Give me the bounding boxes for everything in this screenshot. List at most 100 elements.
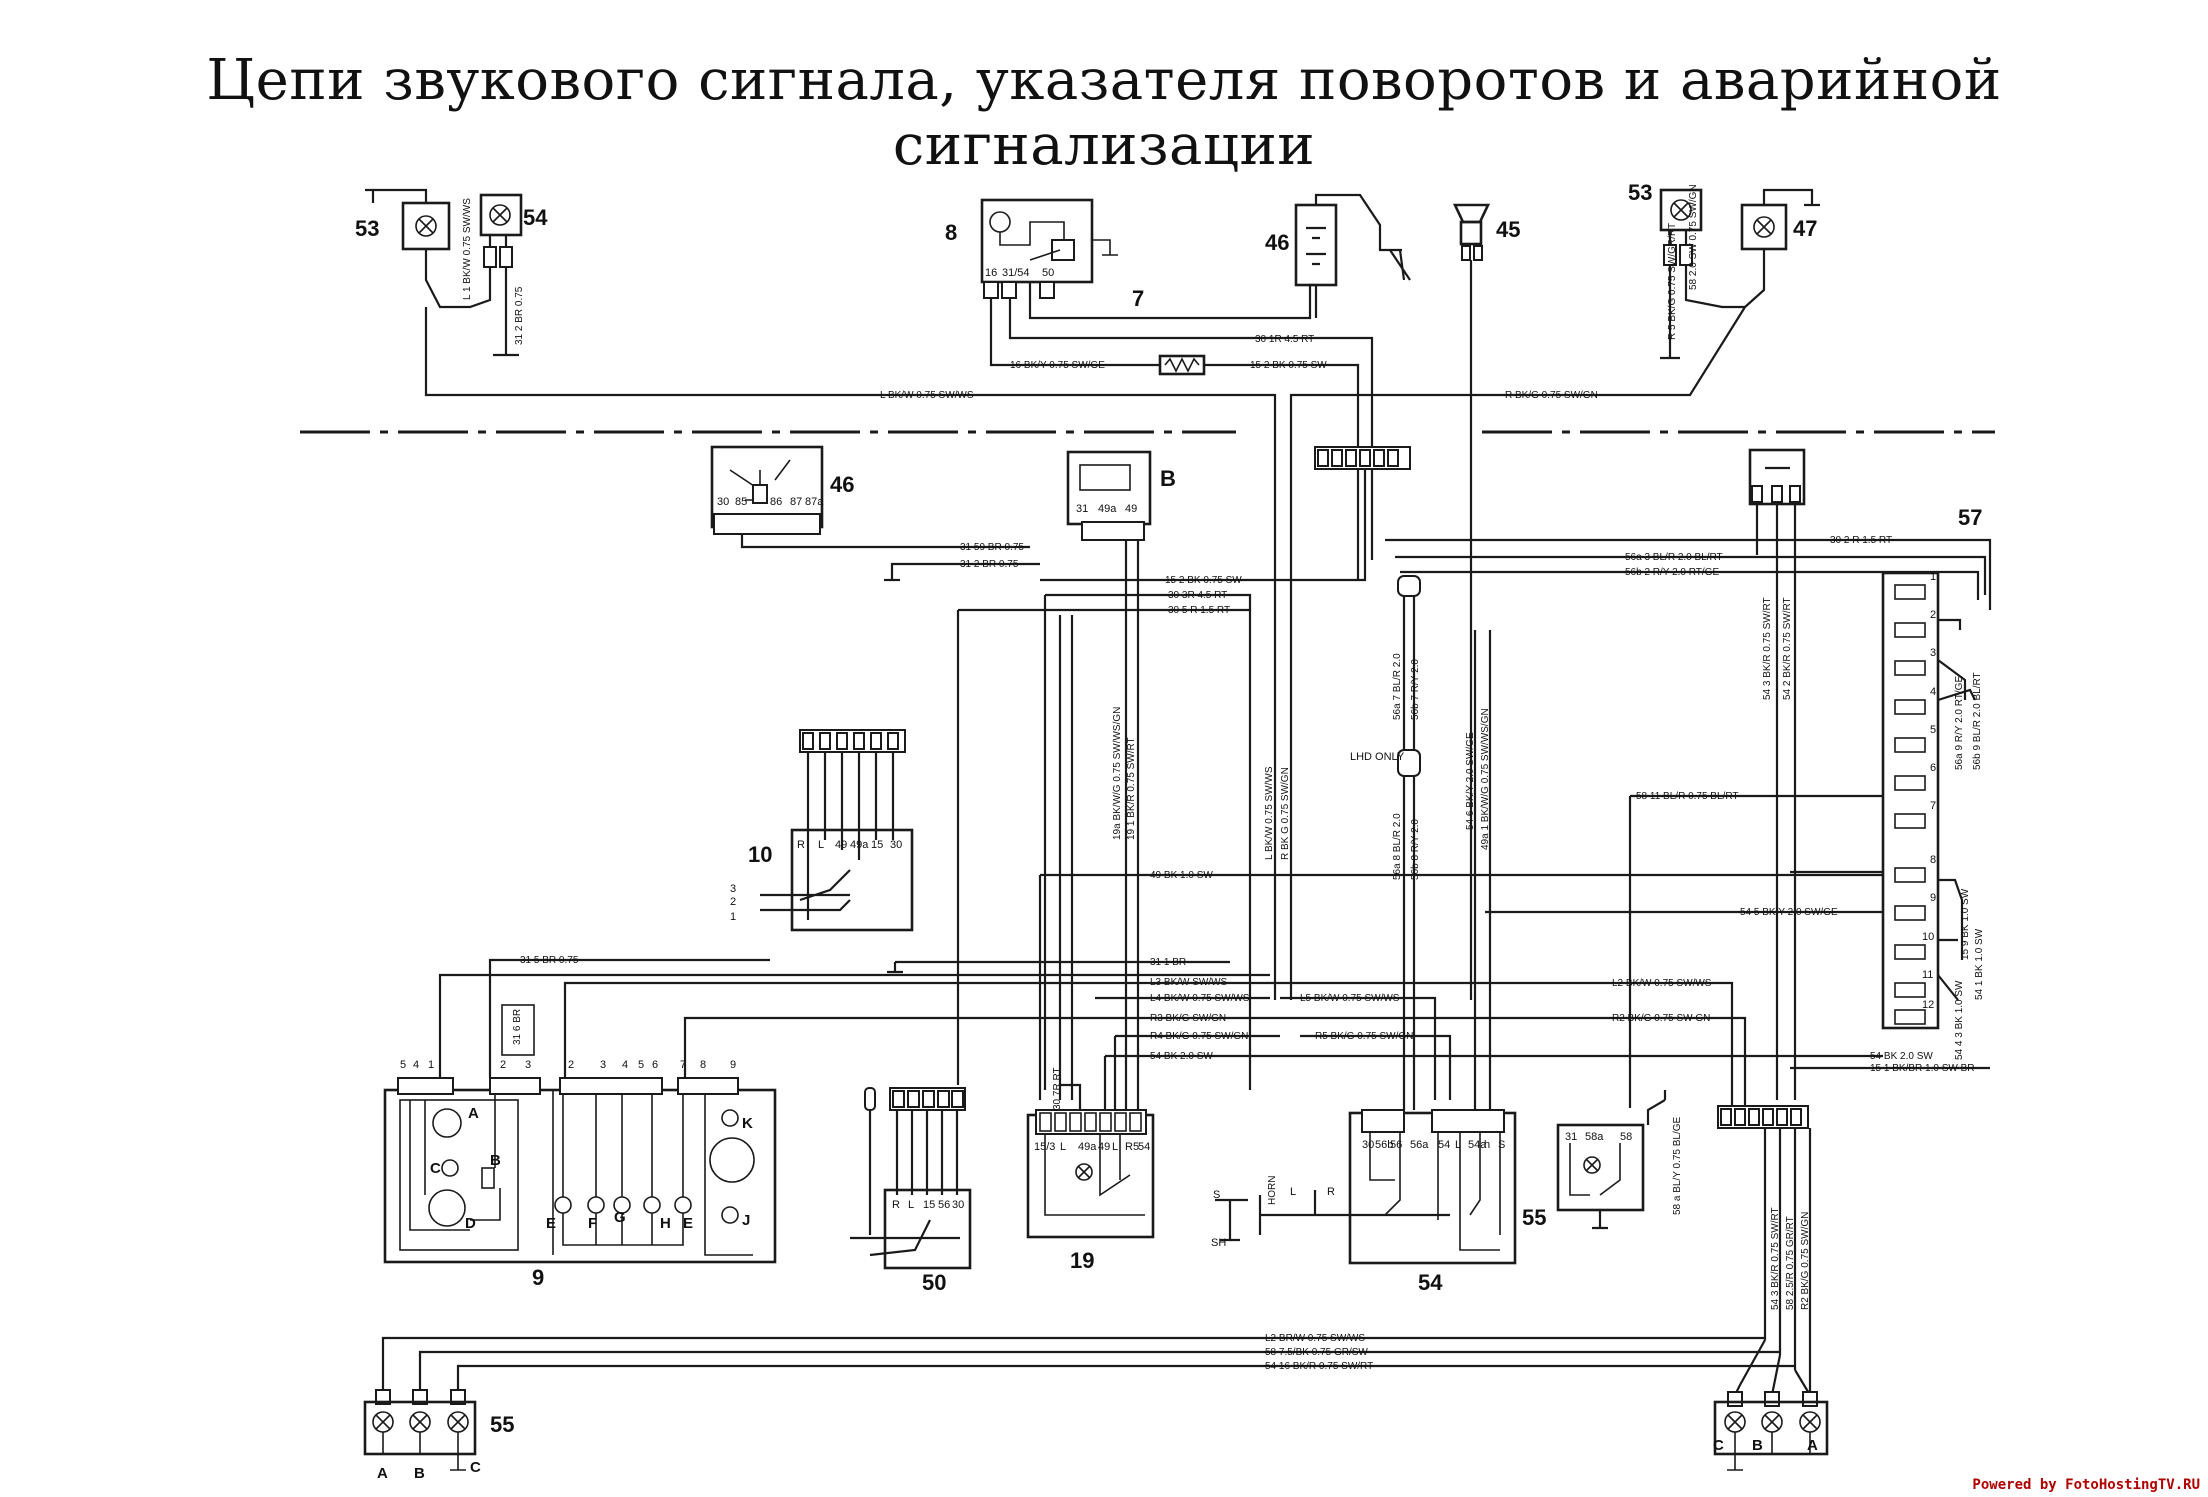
wire-label: L BK/W 0.75 SW/WS [880,390,974,401]
wire-54-bk [1103,1054,1883,1110]
wire-label: 56b 7 R/Y 2.0 [1410,659,1421,720]
wire-label: 58 7.5/BK 0.75 GR/SW [1265,1347,1368,1358]
wire-label: 54 2 BK/R 0.75 SW/RT [1782,597,1793,700]
wire-label: 16 BK/Y 0.75 SW/GE [1010,360,1105,371]
wire-label: L 1 BK/W 0.75 SW/WS [462,198,473,300]
pin-label: 31 [1076,503,1088,515]
wire-label: R2 BK/G 0.75 SW/GN [1800,1212,1811,1310]
pin-label: 30 [952,1199,964,1211]
connector-block-top [1314,446,1411,470]
connector-right-bottom [1717,1105,1809,1129]
pin-letter: B [1752,1437,1763,1454]
pin-label: 54a [1468,1139,1487,1151]
component-label: 53 [1628,180,1652,205]
fuse-number: 3 [1930,647,1936,659]
pin-label: h [1484,1139,1490,1151]
component-54-switch: 31 58a 58 55 [1522,1123,1645,1230]
component-50-switch: 15/3 L 49a 49 L R5 54 19 [1026,1109,1155,1273]
wire-L5 [1280,996,1437,1100]
wire-15 [1204,363,1360,580]
pin-label: L [1112,1141,1118,1153]
wire-label: R BK/G 0.75 SW/GN [1505,390,1598,401]
component-B-fusebox: 57 1 2 3 4 5 6 7 8 9 10 11 12 [1881,505,1982,1030]
component-label: B [1160,466,1176,491]
wire-label: 15 2 BK 0.75 SW [1250,360,1327,371]
component-label: 50 [922,1270,946,1295]
wire-58-11 [1628,794,1883,1108]
pin-label: L [908,1199,914,1211]
wire-R4 [1113,1034,1280,1110]
wire-16 [989,298,1160,367]
lhd-label: LHD ONLY [1350,751,1405,763]
component-8-flasher: 16 31/54 50 8 [945,198,1118,299]
component-label: 45 [1496,217,1520,242]
diagram-title: Цепи звукового сигнала, указателя поворо… [206,48,2002,178]
pin-letter: C [1713,1437,1724,1454]
pin-label: 5 [400,1059,406,1071]
pin-label: 49a [1098,503,1117,515]
pin-label: 54 [1138,1141,1150,1153]
pin-label: 4 [413,1059,419,1071]
pin-letter: C [430,1160,441,1177]
fuse-number: 11 [1922,969,1933,981]
wire-label: L5 BK/W 0.75 SW/WS [1300,993,1400,1004]
pin-letter: B [490,1152,501,1169]
component-53-right: 47 [1740,188,1820,308]
pin-letter: K [742,1115,753,1132]
pin-letter: G [614,1209,626,1226]
pin-label: 30 [890,839,902,851]
pin-label: 49 [1098,1141,1110,1153]
pin-label: 49 [835,839,847,851]
wire-label: L2 BK/W 0.75 SW/WS [1612,978,1712,989]
pin-letter: A [468,1105,479,1122]
wire-label: 30 1R 4.5 RT [1255,334,1314,345]
pin-label: 49 [1125,503,1137,515]
wire-label: 54 1 BK 1.0 SW [1974,928,1985,1000]
wire-label: 31 2 BR 0.75 [514,286,525,345]
pin-letter: J [742,1212,750,1229]
wire-label: 31 6 BR [512,1009,523,1045]
pin-label: 49a [1078,1141,1097,1153]
wire-label: 56b 9 BL/R 2.0 BL/RT [1972,672,1983,770]
pin-label: 86 [770,496,782,508]
pin-label: 8 [700,1059,706,1071]
pin-label: 31/54 [1002,267,1030,279]
wire-label: 56a 8 BL/R 2.0 [1392,813,1403,880]
pin-label: 5 [638,1059,644,1071]
component-label: 46 [830,472,854,497]
wire-31-1 [887,960,1230,974]
wire-label: 54 4 3 BK 1.0 SW [1954,980,1965,1060]
component-46-relay: 31 49a 49 B [1066,450,1176,541]
pin-label: 2 [500,1059,506,1071]
pin-label: 87a [805,496,824,508]
pin-label: 58a [1585,1131,1604,1143]
pin-label: 49a [850,839,869,851]
switch-position: S [1213,1189,1220,1201]
wire-label: 54 BK 2.0 SW [1870,1051,1933,1062]
wire-label: 30 3R 4.5 RT [1168,590,1227,601]
component-10-cluster: 5 4 1 2 3 2 3 4 5 6 7 8 9 A B C D E F G [383,1059,777,1290]
wire-label: 54 6 BK/Y 2.0 SW/GE [1465,732,1476,830]
resistor [1158,354,1206,376]
switch-position: HORN [1267,1176,1278,1205]
pin-label: 58 [1620,1131,1632,1143]
switch-position: 2 [730,896,736,908]
wire-label: 54 BK 2.0 SW [1150,1051,1213,1062]
wire-54-bottom [456,1364,1795,1390]
component-label: 55 [490,1412,514,1437]
switch-position: SH [1211,1237,1226,1249]
component-hazard-switch [1748,448,1806,506]
switch-position: R [1327,1186,1335,1198]
wire-7 [1028,282,1316,320]
wire-label: 31 2 BR 0.75 [960,559,1019,570]
component-54-top-left: 54 [447,193,548,357]
wire-label: 56b 2 R/Y 2.0 RT/GE [1625,567,1719,578]
wire-label: L4 BK/W 0.75 SW/WS [1150,993,1250,1004]
pin-letter: A [1807,1437,1818,1454]
wire-label: 15 9 BK 1.0 SW [1960,888,1971,960]
pin-letter: F [588,1215,597,1232]
wire-label: R2 BK/G 0.75 SW GN [1612,1013,1710,1024]
wire-label: R 5 BK/G 0.75 SW/GR/RT [1667,223,1678,340]
pin-label: 85 [735,496,747,508]
